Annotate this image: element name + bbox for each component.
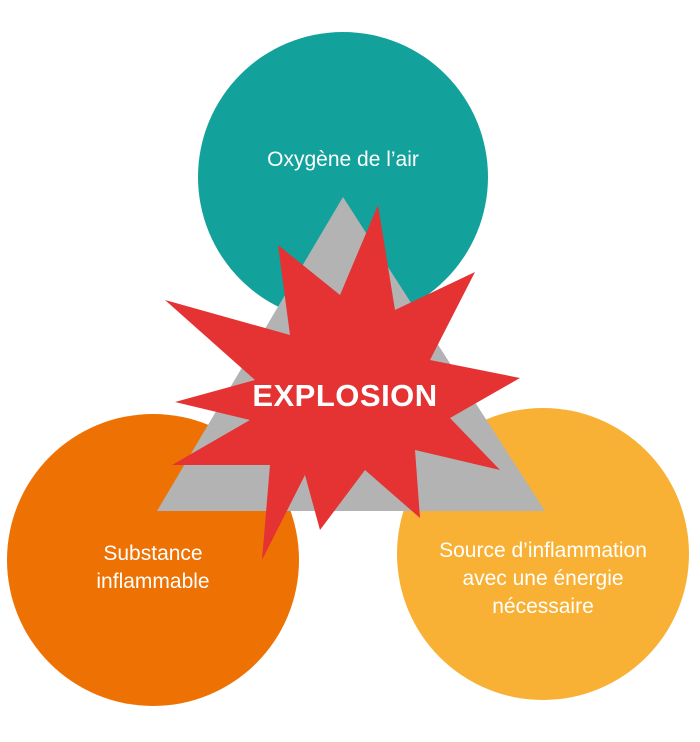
flammable-substance-line-2: inflammable xyxy=(96,570,210,593)
flammable-substance-line-1: Substance xyxy=(103,542,203,565)
explosion-label: EXPLOSION xyxy=(252,378,438,413)
ignition-source-line-2: avec une énergie xyxy=(462,567,624,590)
explosion-burst xyxy=(165,205,520,560)
ignition-source-label: Source d’inflammation avec une énergie n… xyxy=(403,537,683,621)
flammable-substance-label: Substance inflammable xyxy=(53,540,253,596)
oxygen-label: Oxygène de l’air xyxy=(223,146,463,174)
ignition-source-line-3: nécessaire xyxy=(492,595,594,618)
oxygen-circle xyxy=(198,32,488,322)
oxygen-label-line-1: Oxygène de l’air xyxy=(267,148,419,171)
ignition-source-line-1: Source d’inflammation xyxy=(439,539,647,562)
